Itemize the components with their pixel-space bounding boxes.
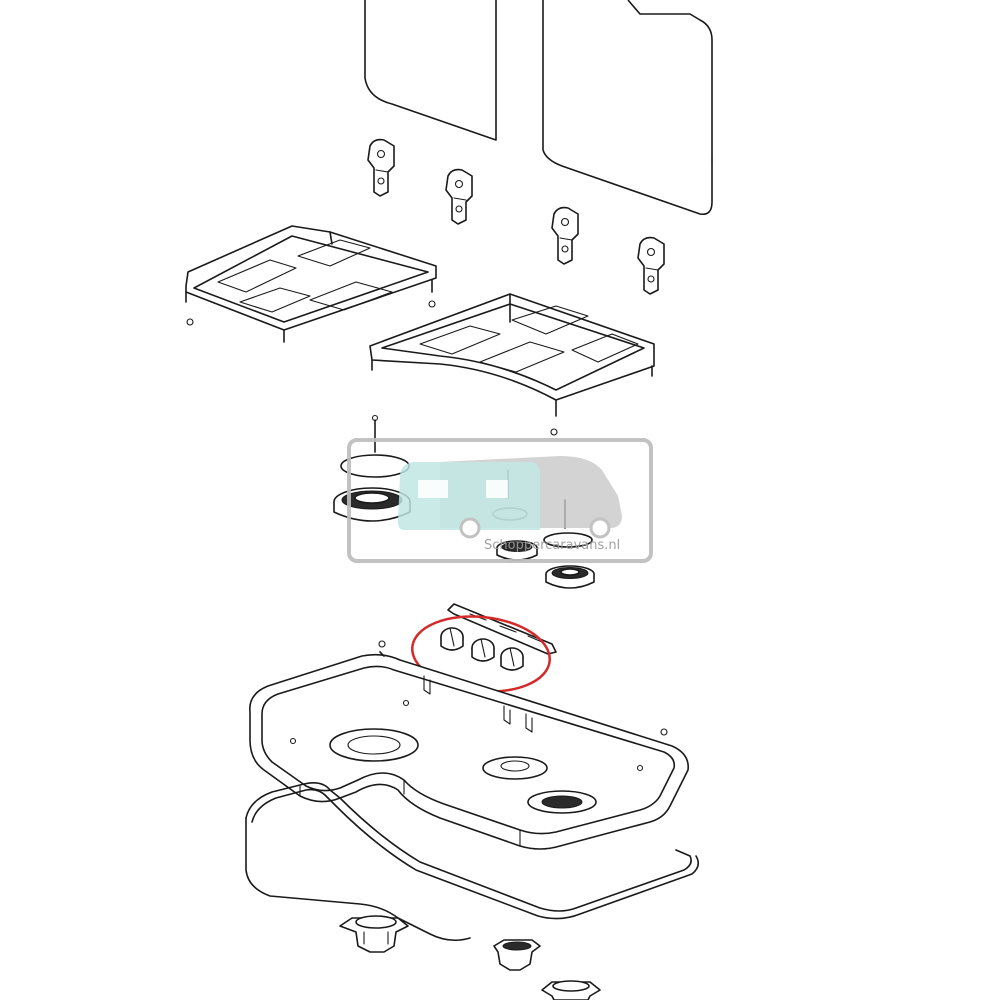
glass-lid-right-panel (542, 0, 713, 216)
burner-gasket-1 (340, 454, 410, 478)
control-knob-2 (471, 638, 495, 662)
watermark-text: Schoppercaravans.nl (484, 538, 620, 553)
control-knob-1 (440, 627, 464, 651)
burner-screw-1 (371, 414, 379, 453)
burner-gasket-3 (543, 532, 593, 548)
lid-hinge-3 (551, 206, 579, 265)
burner-3 (545, 565, 595, 589)
injector-holder-2 (493, 939, 541, 971)
pan-support-right (369, 293, 655, 436)
burner-2 (496, 540, 538, 561)
lid-hinge-4 (637, 236, 665, 295)
hob-tray (249, 640, 689, 850)
control-knob-3 (500, 647, 524, 671)
injector-holder-1 (339, 915, 409, 953)
lid-hinge-1 (367, 138, 395, 197)
knob-bracket (447, 603, 557, 655)
lid-hinge-2 (445, 168, 473, 225)
caravan-teal-icon (398, 462, 540, 530)
glass-lid-left-panel (364, 0, 497, 141)
hob-gasket (245, 782, 700, 942)
watermark-logo: Schoppercaravans.nl (347, 438, 653, 563)
pan-support-left (185, 225, 437, 343)
injector-holder-3 (541, 980, 601, 1000)
